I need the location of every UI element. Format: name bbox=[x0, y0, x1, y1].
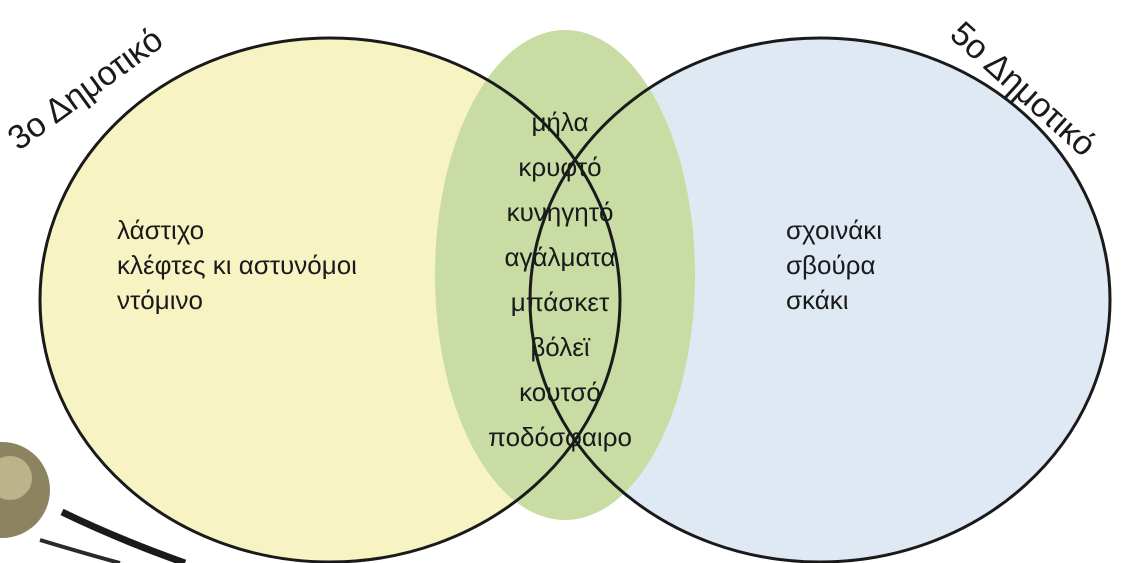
right-item: σκάκι bbox=[786, 285, 849, 315]
circle-right-outline bbox=[528, 36, 1112, 563]
left-item: ντόμινο bbox=[117, 285, 203, 315]
left-item: κλέφτες κι αστυνόμοι bbox=[117, 250, 357, 280]
left-items-list: λάστιχο κλέφτες κι αστυνόμοι ντόμινο bbox=[117, 213, 357, 318]
decorative-illustration bbox=[0, 442, 187, 563]
intersection-item: αγάλματα bbox=[504, 242, 616, 272]
intersection-items-list: μήλα κρυφτό κυνηγητό αγάλματα μπάσκετ βό… bbox=[440, 100, 680, 460]
right-items-list: σχοινάκι σβούρα σκάκι bbox=[786, 213, 882, 318]
intersection-item: μήλα bbox=[531, 107, 589, 137]
circle-left-outline bbox=[38, 36, 622, 563]
right-item: σβούρα bbox=[786, 250, 876, 280]
right-item: σχοινάκι bbox=[786, 215, 883, 245]
intersection-item: κυνηγητό bbox=[506, 197, 614, 227]
intersection-item: κρυφτό bbox=[518, 152, 602, 182]
intersection-item: κουτσό bbox=[519, 377, 601, 407]
intersection-item: ποδόσφαιρο bbox=[488, 422, 632, 452]
left-item: λάστιχο bbox=[117, 215, 205, 245]
intersection-item: βόλεϊ bbox=[530, 332, 590, 362]
intersection-lens bbox=[435, 30, 695, 520]
intersection-item: μπάσκετ bbox=[510, 287, 610, 317]
